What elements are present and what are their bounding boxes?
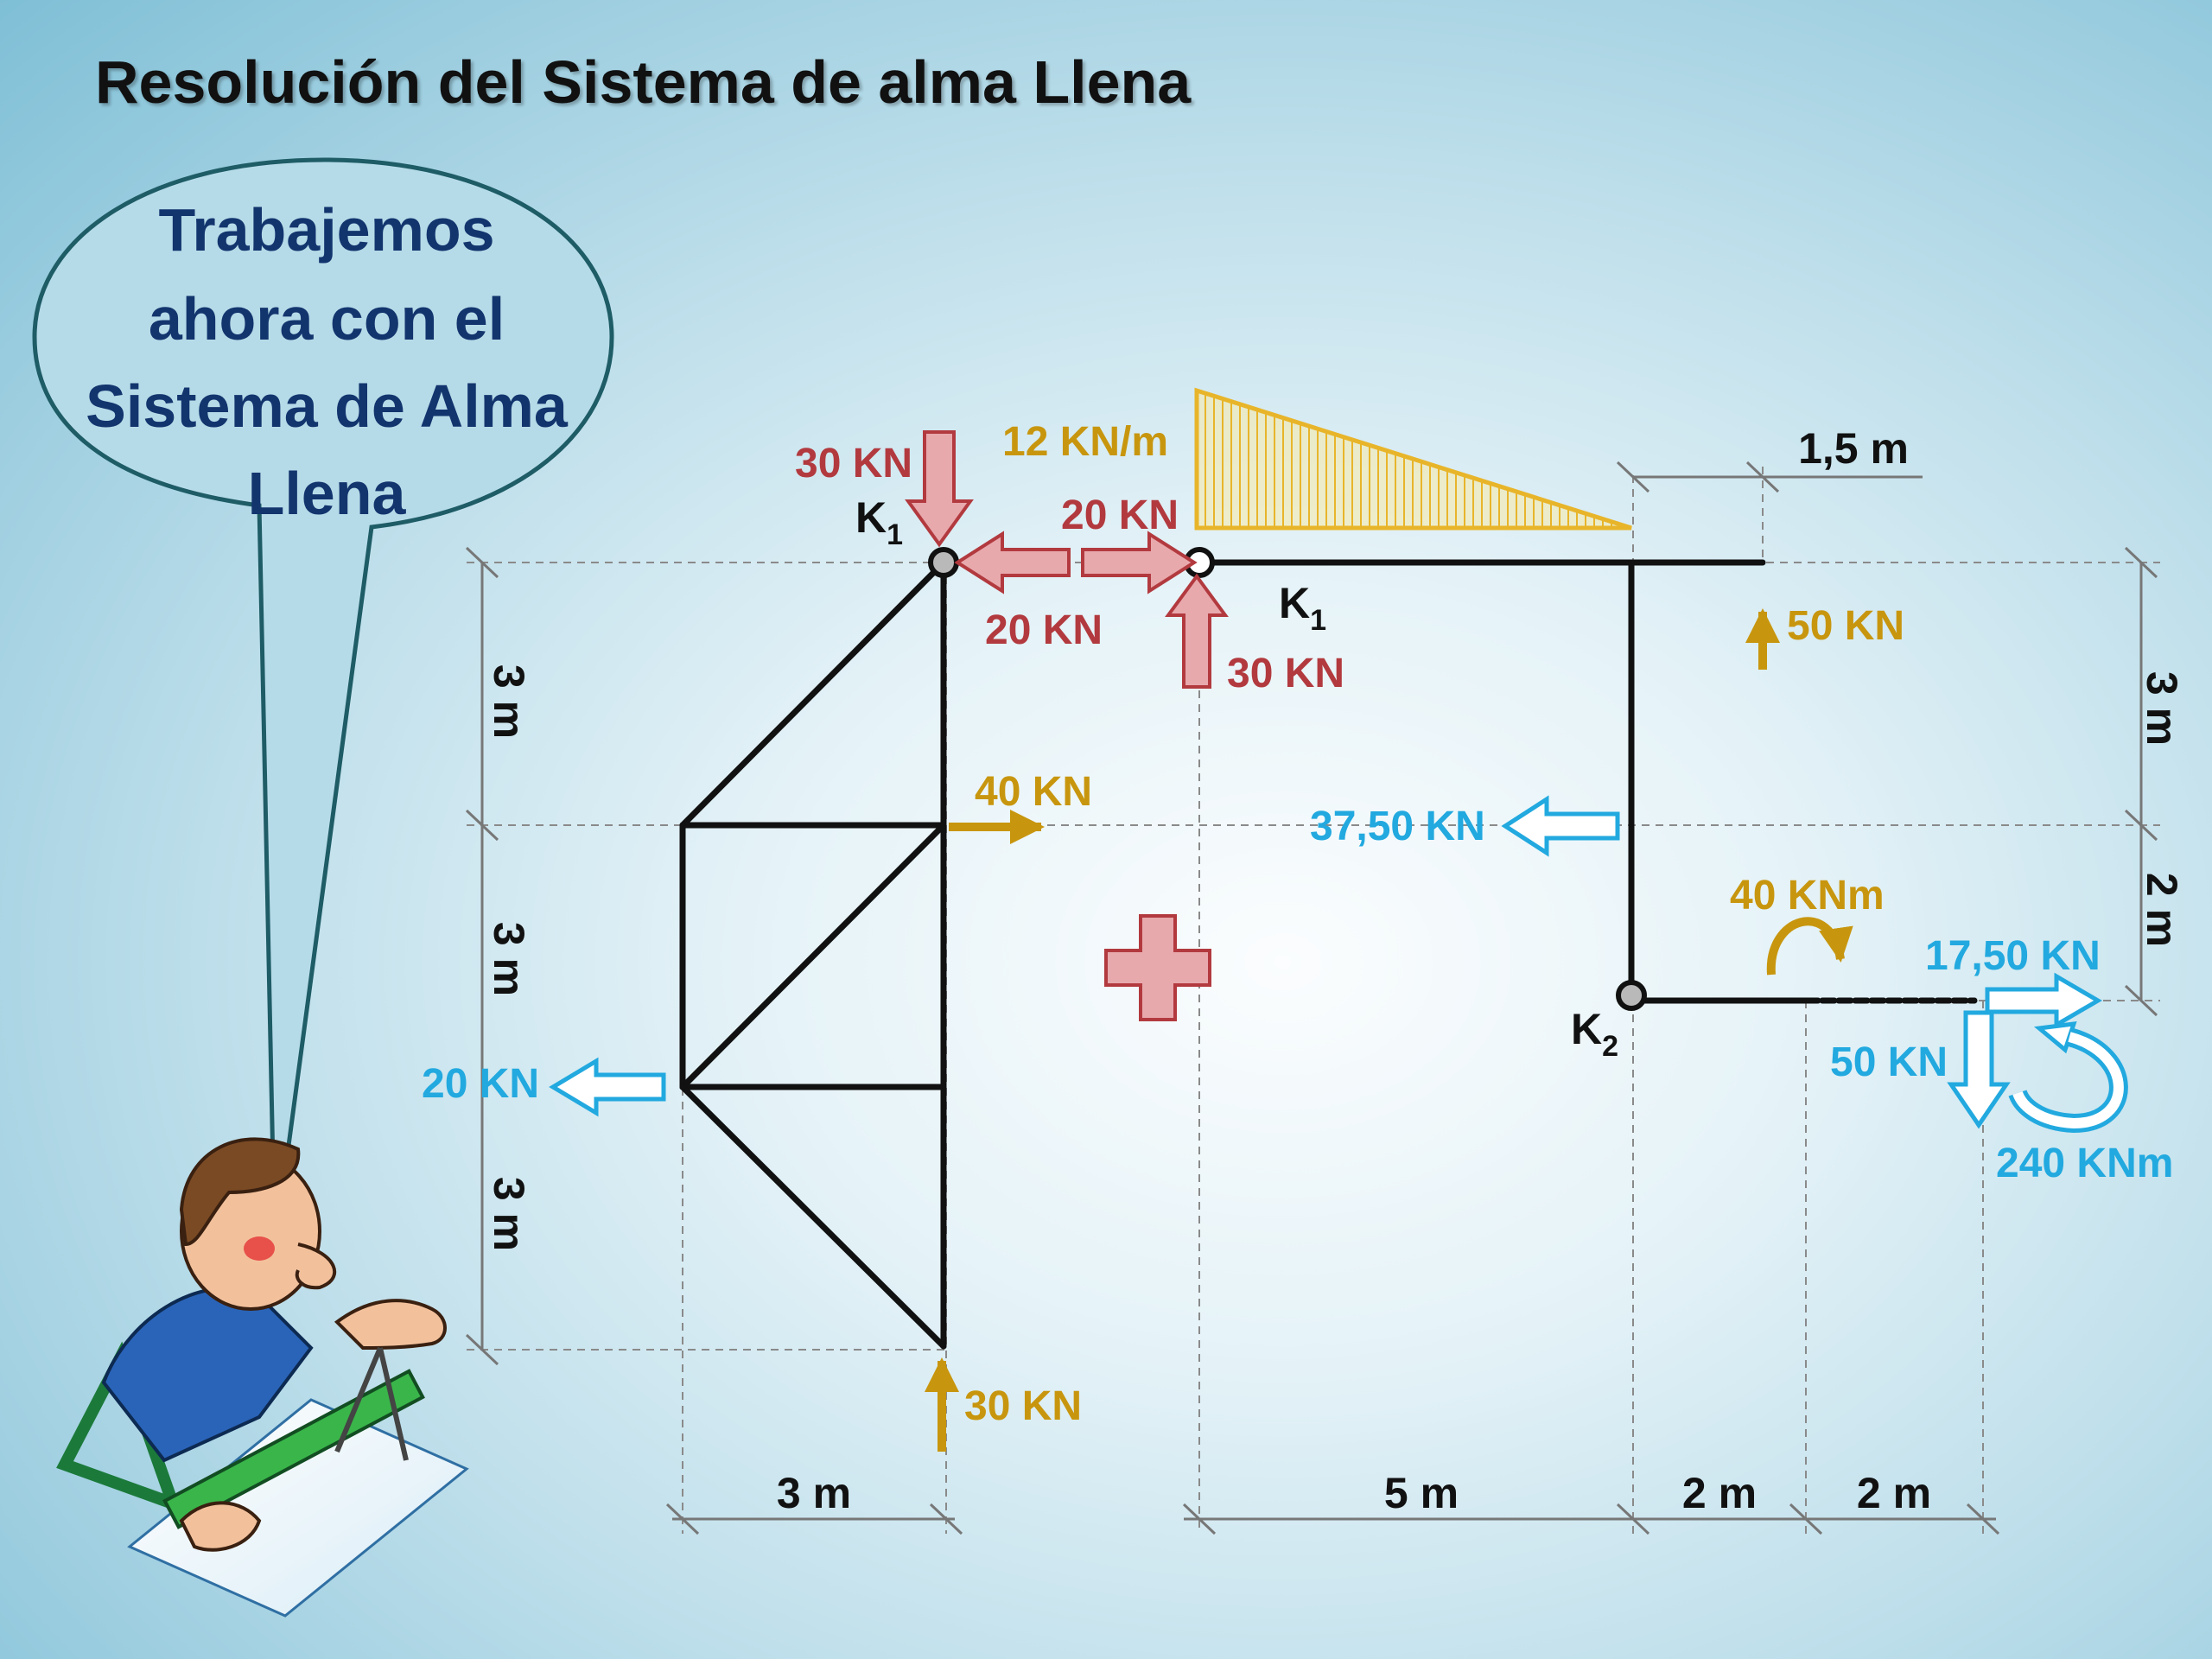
arrow-30kn-left-down <box>905 430 974 548</box>
dim-left-3: 3 m <box>485 1177 533 1251</box>
dim-right-1: 3 m <box>2138 671 2186 746</box>
red-arrows <box>905 430 1229 1021</box>
engineer-illustration <box>56 1137 469 1618</box>
arrow-1750kn-right <box>1985 972 2102 1029</box>
speech-bubble: Trabajemos ahora con el Sistema de Alma … <box>32 157 614 1249</box>
label-k1-left: K1 <box>855 493 903 551</box>
dim-bottom-frame-2: 2 m <box>1682 1469 1757 1517</box>
dimension-lines <box>465 461 2158 1535</box>
label-30kn-right: 30 KN <box>1227 651 1344 696</box>
arrow-20kn-left-truss <box>549 1057 666 1117</box>
arrow-20kn-right <box>1081 531 1198 594</box>
arrow-3750kn-left <box>1501 795 1620 857</box>
label-40knm: 40 KNm <box>1730 873 1885 918</box>
distributed-load <box>1194 387 1632 531</box>
label-40kn: 40 KN <box>975 769 1092 815</box>
dim-bottom-truss: 3 m <box>777 1469 851 1517</box>
label-12knm: 12 KN/m <box>1002 419 1168 465</box>
page-title: Resolución del Sistema de alma Llena <box>95 48 1192 116</box>
load-labels: 30 KN 20 KN 20 KN 30 KN 12 KN/m 50 KN 40… <box>422 419 2173 1429</box>
label-k1-right: K1 <box>1279 579 1326 637</box>
gold-arrows <box>925 608 1853 1452</box>
label-30kn-bottom: 30 KN <box>964 1383 1082 1429</box>
node-labels: K1 K1 K2 <box>855 493 1618 1063</box>
label-3750kn: 37,50 KN <box>1310 804 1485 849</box>
blue-arrows <box>549 795 2102 1129</box>
dimension-labels: 3 m 3 m 3 m 3 m 2 m 1,5 m 3 m 5 m 2 m 2 … <box>485 424 2186 1517</box>
frame-structure <box>1196 559 1978 1004</box>
label-240knm: 240 KNm <box>1996 1141 2173 1186</box>
truss-structure <box>679 559 947 1350</box>
plus-icon <box>1104 914 1211 1021</box>
bubble-line-2: ahora con el <box>149 285 505 353</box>
dim-right-2: 2 m <box>2138 873 2186 947</box>
label-20kn-left: 20 KN <box>985 607 1103 653</box>
dim-left-2: 3 m <box>485 922 533 996</box>
arrow-50kn-down <box>1947 1010 2011 1129</box>
label-k2: K2 <box>1571 1005 1618 1063</box>
label-30kn-left: 30 KN <box>795 441 912 486</box>
arrow-20kn-left <box>954 531 1071 594</box>
hinge-k1-left <box>928 547 959 578</box>
label-1750kn: 17,50 KN <box>1925 933 2101 979</box>
dim-top: 1,5 m <box>1798 424 1909 473</box>
dim-bottom-frame-3: 2 m <box>1857 1469 1931 1517</box>
label-50kn-up: 50 KN <box>1787 603 1904 649</box>
dim-left-1: 3 m <box>485 664 533 739</box>
dim-bottom-frame-1: 5 m <box>1384 1469 1459 1517</box>
bubble-line-3: Sistema de Alma <box>86 372 569 440</box>
bubble-line-4: Llena <box>248 460 407 527</box>
label-50kn-down: 50 KN <box>1830 1039 1948 1085</box>
arrow-30kn-right-up <box>1165 573 1229 689</box>
label-20kn-right: 20 KN <box>1061 493 1179 538</box>
bubble-line-1: Trabajemos <box>158 196 494 264</box>
arrow-40knm-moment <box>1766 917 1853 976</box>
hinge-k2 <box>1616 980 1647 1011</box>
label-20kn-truss: 20 KN <box>422 1061 539 1107</box>
